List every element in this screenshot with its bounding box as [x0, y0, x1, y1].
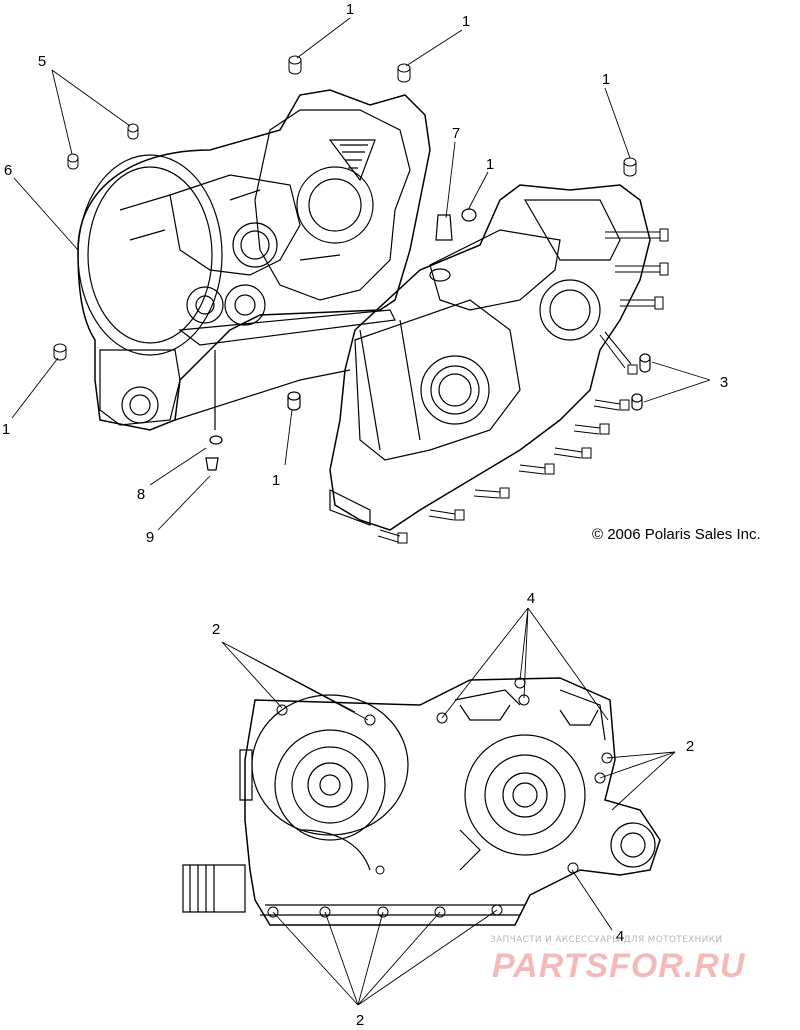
leader-lines-upper — [11, 17, 711, 531]
callout-9: 9 — [145, 529, 155, 546]
callout-1-bottom: 1 — [271, 472, 281, 489]
callout-7: 7 — [451, 125, 461, 142]
lower-bolt-heads — [267, 677, 613, 918]
callout-6: 6 — [3, 162, 13, 179]
right-crankcase-half — [287, 184, 669, 544]
assembled-crankcase-view — [182, 677, 661, 926]
callout-1-center: 1 — [485, 156, 495, 173]
callout-5: 5 — [37, 53, 47, 70]
callout-3: 3 — [719, 374, 729, 391]
callout-1-top-left: 1 — [345, 1, 355, 18]
callout-1-left: 1 — [1, 421, 11, 438]
watermark-tagline: ЗАПЧАСТИ И АКСЕССУАРЫ ДЛЯ МОТОТЕХНИКИ — [490, 935, 723, 945]
callout-2-upper-left: 2 — [211, 621, 221, 638]
dowel-pins — [53, 55, 637, 361]
callout-2-right: 2 — [685, 738, 695, 755]
copyright-notice: © 2006 Polaris Sales Inc. — [592, 526, 761, 543]
callout-1-right: 1 — [601, 71, 611, 88]
crankcase-bolts — [377, 228, 669, 544]
leader-lines-lower — [221, 607, 676, 1006]
watermark-logo: PARTSFOR.RU — [492, 947, 746, 985]
callout-4-bottom: 4 — [615, 928, 625, 945]
callout-1-top-right: 1 — [461, 13, 471, 30]
callout-4-top: 4 — [526, 590, 536, 607]
callout-8: 8 — [136, 486, 146, 503]
left-crankcase-half — [77, 89, 431, 471]
callout-2-bottom: 2 — [355, 1012, 365, 1029]
